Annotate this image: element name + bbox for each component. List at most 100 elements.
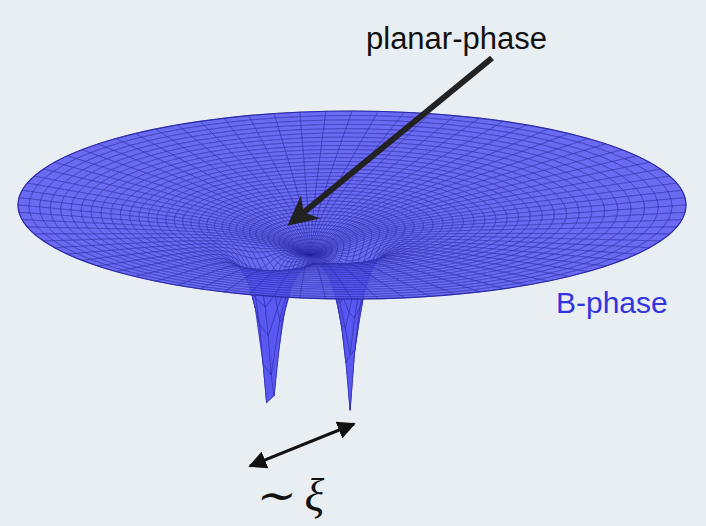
mesh-cell — [310, 255, 311, 256]
mesh-cell — [309, 253, 310, 255]
mesh-cell — [326, 252, 331, 253]
mesh-cell — [61, 209, 72, 216]
mesh-cell — [311, 243, 312, 246]
mesh-cell — [318, 252, 322, 254]
mesh-cell — [310, 255, 312, 257]
mesh-cell — [310, 255, 312, 257]
mesh-cell — [309, 255, 311, 256]
mesh-cell — [310, 255, 312, 256]
mesh-cell — [324, 124, 348, 129]
mesh-cell — [505, 221, 518, 226]
mesh-cell — [346, 124, 371, 129]
mesh-cell — [309, 255, 310, 257]
mesh-cell — [671, 198, 686, 206]
mesh-cell — [61, 203, 72, 210]
mesh-cell — [314, 251, 317, 254]
mesh-cell — [324, 120, 349, 125]
mesh-cell — [317, 176, 330, 180]
mesh-cell — [308, 218, 312, 222]
mesh-cell — [322, 133, 344, 137]
mesh-cell — [326, 250, 331, 252]
mesh-cell — [314, 251, 317, 253]
mesh-cell — [318, 251, 322, 253]
mesh-cell — [326, 251, 331, 252]
mesh-cell — [307, 255, 309, 257]
mesh-cell — [630, 201, 644, 209]
mesh-cell — [309, 255, 310, 256]
mesh-cell — [310, 255, 311, 256]
mesh-cell — [347, 120, 373, 125]
mesh-cell — [344, 129, 368, 134]
mesh-cell — [308, 255, 309, 256]
mesh-cell — [40, 200, 52, 208]
mesh-cell — [307, 194, 316, 198]
mesh-cell — [326, 253, 331, 254]
mesh-cell — [306, 191, 315, 195]
mesh-cell — [309, 255, 310, 256]
mesh-cell — [319, 158, 336, 162]
mesh-cell — [310, 246, 311, 249]
mesh-cell — [305, 251, 308, 254]
mesh-cell — [317, 249, 321, 252]
mesh-cell — [528, 220, 542, 225]
mesh-cell — [18, 205, 30, 213]
mesh-cell — [320, 150, 338, 154]
mesh-cell — [310, 255, 312, 257]
mesh-cell — [617, 209, 631, 216]
mesh-cell — [308, 255, 310, 257]
mesh-cell — [18, 198, 30, 206]
mesh-cell — [332, 249, 338, 251]
mesh-cell — [644, 207, 659, 215]
mesh-cell — [657, 206, 672, 214]
mesh-cell — [309, 250, 311, 253]
mesh-cell — [330, 173, 344, 177]
mesh-cell — [314, 252, 318, 254]
mesh-cell — [310, 255, 311, 256]
mesh-cell — [101, 213, 111, 219]
mesh-cell — [349, 116, 376, 121]
mesh-cell — [319, 161, 335, 165]
mesh-cell — [339, 146, 359, 150]
mesh-cell — [325, 116, 351, 121]
mesh-cell — [322, 252, 327, 253]
mesh-cell — [314, 251, 317, 253]
mesh-cell — [316, 180, 328, 184]
mesh-cell — [516, 221, 529, 226]
mesh-cell — [308, 215, 313, 219]
mesh-cell — [314, 252, 318, 254]
mesh-cell — [322, 249, 327, 251]
mesh-cell — [310, 255, 312, 256]
mesh-cell — [644, 200, 659, 208]
mesh-cell — [29, 206, 41, 214]
mesh-cell — [310, 255, 311, 256]
mesh-cell — [671, 205, 686, 213]
mesh-cell — [591, 211, 605, 217]
mesh-cell — [604, 210, 618, 217]
mesh-cell — [617, 203, 631, 210]
mesh-cell — [316, 183, 327, 187]
mesh-cell — [322, 249, 327, 251]
mesh-cell — [309, 255, 310, 257]
mesh-cell — [309, 255, 310, 257]
mesh-cell — [309, 255, 310, 257]
mesh-cell — [310, 255, 312, 257]
mesh-cell — [327, 249, 332, 251]
mesh-cell — [304, 165, 319, 169]
mesh-cell — [333, 161, 350, 165]
mesh-cell — [309, 255, 310, 256]
mesh-cell — [318, 165, 333, 169]
mesh-cell — [578, 212, 592, 218]
mesh-cell — [309, 232, 311, 236]
mesh-cell — [321, 146, 340, 150]
mesh-cell — [335, 158, 353, 162]
mesh-cell — [320, 154, 338, 158]
mesh-cell — [312, 218, 317, 222]
mesh-cell — [317, 173, 331, 177]
mesh-cell — [306, 187, 316, 191]
mesh-cell — [50, 208, 61, 215]
mesh-cell — [91, 212, 102, 218]
mesh-cell — [309, 255, 310, 257]
mesh-cell — [323, 129, 346, 134]
mesh-cell — [309, 222, 313, 226]
